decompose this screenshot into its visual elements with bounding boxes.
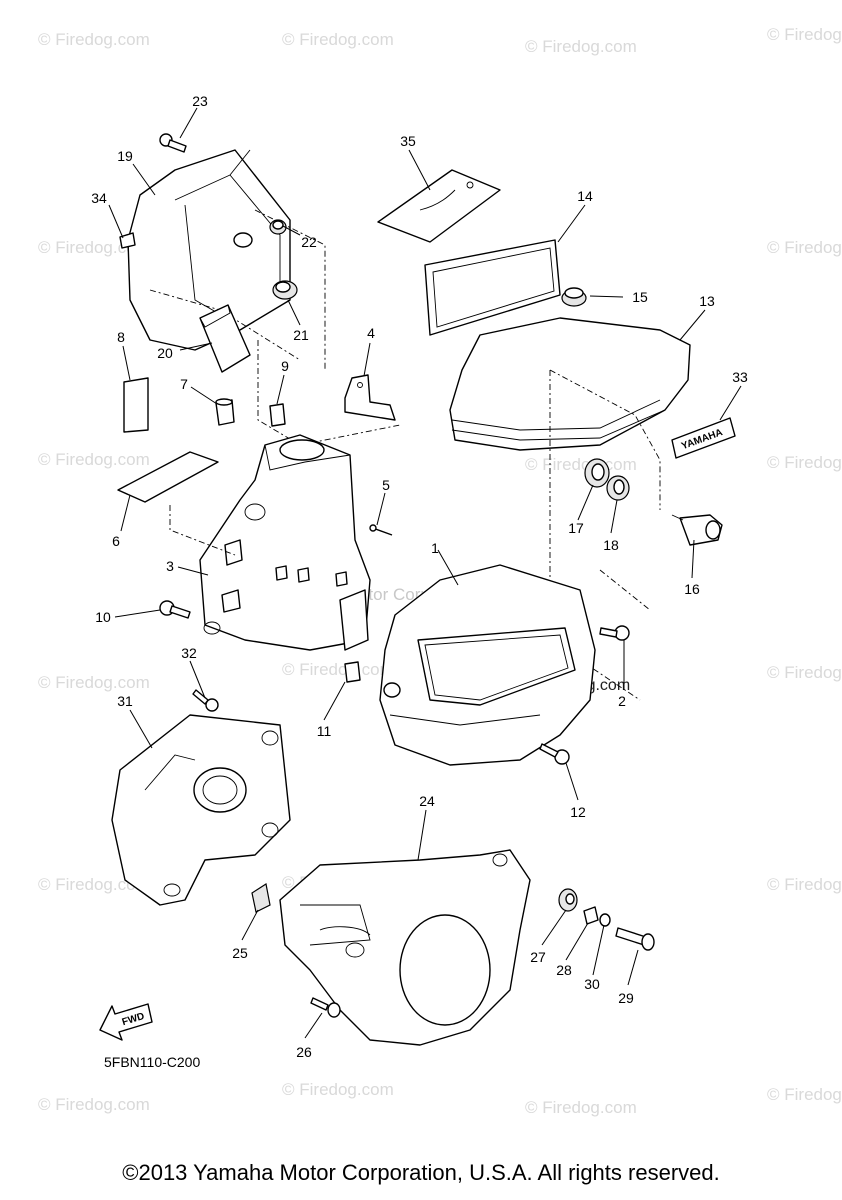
callout-6: 6 — [112, 533, 120, 549]
part-5-pin — [369, 524, 393, 536]
watermark: © Firedog.com — [282, 1080, 394, 1099]
part-29-bolt — [615, 927, 655, 951]
watermark: © Firedog.com — [38, 1095, 150, 1114]
part-23-bolt — [159, 133, 187, 153]
part-31-cover — [111, 714, 291, 906]
callout-29: 29 — [618, 990, 634, 1006]
part-20-foam — [199, 304, 251, 373]
callout-2: 2 — [618, 693, 626, 709]
part-10-bolt — [159, 600, 191, 619]
part-14-panel — [424, 239, 561, 336]
part-15-grommet — [561, 287, 587, 307]
watermark: © Firedog.com — [767, 25, 842, 44]
part-21-grommet — [272, 280, 298, 300]
part-18-grommet — [606, 475, 630, 501]
part-2-bolt — [599, 625, 630, 641]
part-1-cover — [379, 564, 596, 766]
callout-19: 19 — [117, 148, 133, 164]
diagram-code: 5FBN110-C200 — [104, 1054, 201, 1070]
callout-10: 10 — [95, 609, 111, 625]
part-8-pad — [123, 377, 149, 433]
callout-24: 24 — [419, 793, 435, 809]
part-25-clip — [251, 883, 271, 913]
watermark: © Firedog.com — [767, 875, 842, 894]
part-17-grommet — [584, 458, 610, 488]
part-32-bolt — [192, 689, 219, 712]
callout-27: 27 — [530, 949, 546, 965]
copyright-footer: ©2013 Yamaha Motor Corporation, U.S.A. A… — [122, 1160, 720, 1185]
watermark: © Firedog.com — [38, 875, 150, 894]
watermark: © Firedog.com — [38, 450, 150, 469]
callout-35: 35 — [400, 133, 416, 149]
callout-21: 21 — [293, 327, 309, 343]
watermark: © Firedog.com — [282, 30, 394, 49]
leader-lines — [108, 107, 742, 1039]
part-28-collar — [583, 906, 599, 925]
watermark: © Firedog.com — [767, 453, 842, 472]
callout-labels: 23 19 34 22 21 20 8 7 9 4 35 14 15 13 33… — [91, 93, 748, 1060]
callout-33: 33 — [732, 369, 748, 385]
callout-28: 28 — [556, 962, 572, 978]
part-35-pad — [377, 169, 501, 243]
part-13-side-cover — [449, 317, 691, 701]
watermark: © Firedog.com — [767, 1085, 842, 1104]
fwd-arrow-icon: FWD — [99, 1003, 153, 1041]
callout-26: 26 — [296, 1044, 312, 1060]
part-30-washer — [599, 913, 611, 927]
callout-8: 8 — [117, 329, 125, 345]
callout-34: 34 — [91, 190, 107, 206]
callout-7: 7 — [180, 376, 188, 392]
callout-9: 9 — [281, 358, 289, 374]
part-11-nut — [344, 661, 361, 683]
callout-5: 5 — [382, 477, 390, 493]
callout-17: 17 — [568, 520, 584, 536]
callout-22: 22 — [301, 234, 317, 250]
callout-1: 1 — [431, 540, 439, 556]
watermark: © Firedog.com — [525, 455, 637, 474]
callout-18: 18 — [603, 537, 619, 553]
part-9-clip — [269, 403, 286, 427]
watermark: © Firedog.com — [282, 660, 394, 679]
part-16-lock — [671, 514, 723, 546]
part-33-badge: YAMAHA — [671, 417, 736, 459]
callout-23: 23 — [192, 93, 208, 109]
callout-11: 11 — [317, 723, 332, 739]
part-7-damper — [215, 398, 235, 426]
callout-25: 25 — [232, 945, 248, 961]
callout-3: 3 — [166, 558, 174, 574]
part-27-grommet — [558, 888, 578, 912]
watermark: © Firedog.com — [38, 673, 150, 692]
part-12-bolt — [539, 743, 570, 765]
callout-32: 32 — [181, 645, 197, 661]
watermark: © Firedog.com — [525, 37, 637, 56]
watermark: © Firedog.com — [38, 30, 150, 49]
part-3-battery-box — [169, 434, 371, 651]
callout-30: 30 — [584, 976, 600, 992]
part-24-cover — [279, 849, 531, 1046]
callout-12: 12 — [570, 804, 586, 820]
part-34-label — [119, 232, 136, 249]
callout-13: 13 — [699, 293, 715, 309]
callout-4: 4 — [367, 325, 375, 341]
watermark: © Firedog.com — [767, 238, 842, 257]
callout-31: 31 — [117, 693, 133, 709]
part-26-screw — [310, 997, 341, 1018]
callout-14: 14 — [577, 188, 593, 204]
callout-20: 20 — [157, 345, 173, 361]
part-19-cover — [127, 149, 326, 370]
part-6-pad — [117, 451, 219, 503]
watermark: © Firedog.com — [525, 1098, 637, 1117]
callout-15: 15 — [632, 289, 648, 305]
part-22-grommet — [269, 219, 287, 235]
callout-16: 16 — [684, 581, 700, 597]
part-4-bracket — [344, 374, 396, 421]
watermark: © Firedog.com — [767, 663, 842, 682]
